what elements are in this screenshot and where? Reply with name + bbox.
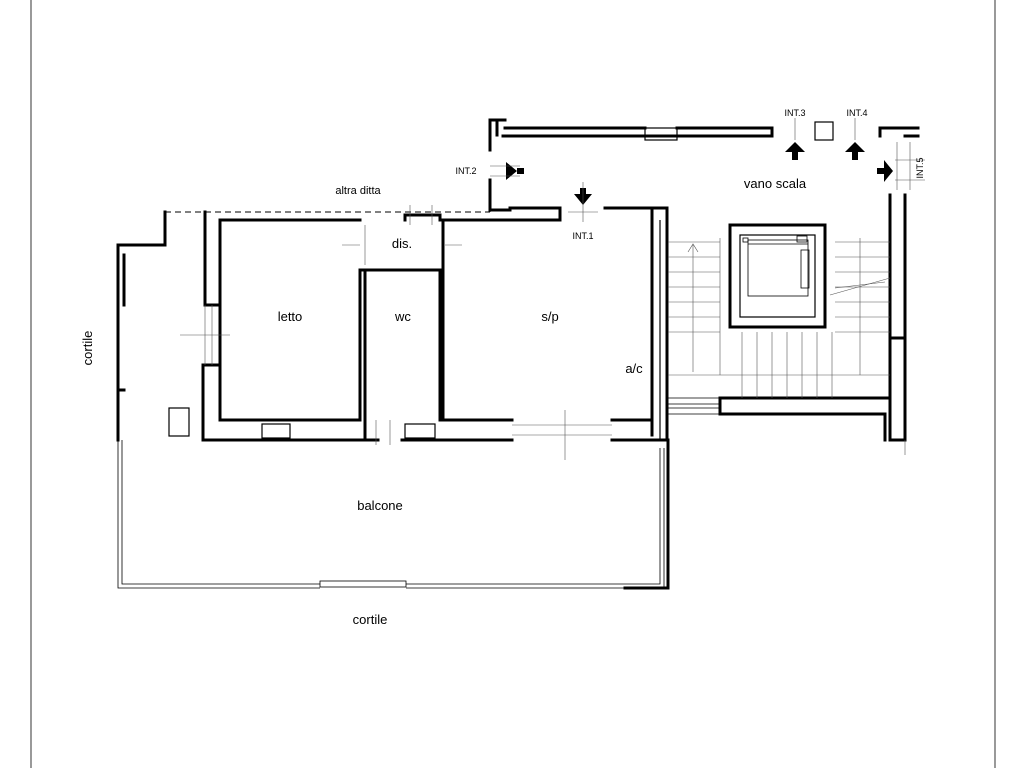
- stair-treads: [668, 238, 891, 398]
- room-label-balcone: balcone: [357, 498, 403, 513]
- label-cortile-bottom: cortile: [353, 612, 388, 627]
- room-label-dis: dis.: [392, 236, 412, 251]
- window-markers: [180, 205, 612, 460]
- label-int2: INT.2: [455, 166, 476, 176]
- entrance-arrows: [490, 118, 925, 455]
- label-int1: INT.1: [572, 231, 593, 241]
- apartment-walls: [116, 206, 669, 442]
- room-label-vano-scala: vano scala: [744, 176, 807, 191]
- room-label-sp: s/p: [541, 309, 558, 324]
- room-label-ac: a/c: [625, 361, 643, 376]
- label-altra-ditta: altra ditta: [335, 185, 381, 197]
- label-int4: INT.4: [846, 108, 867, 118]
- arrow-int4-icon: [845, 142, 865, 152]
- balcone-outline: [117, 438, 670, 590]
- arrow-int2-icon: [506, 162, 517, 180]
- arrow-int5-icon: [884, 160, 893, 182]
- room-label-wc: wc: [394, 309, 411, 324]
- lift-shaft: [728, 223, 827, 329]
- vano-scala-walls: [488, 118, 920, 442]
- label-int5: INT.5: [915, 157, 925, 178]
- arrow-int3-icon: [785, 142, 805, 152]
- room-label-letto: letto: [278, 309, 303, 324]
- label-cortile-left: cortile: [80, 331, 95, 366]
- label-int3: INT.3: [784, 108, 805, 118]
